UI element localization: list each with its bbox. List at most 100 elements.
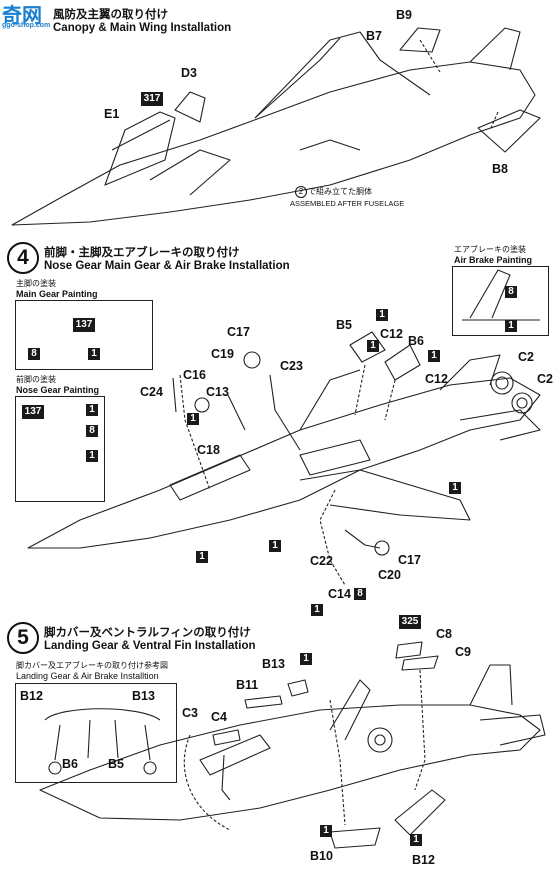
step3-part-b9 [399, 27, 441, 53]
step5-part-c9 [401, 655, 439, 671]
paint-8: 8 [354, 588, 366, 600]
paint-1-e: 1 [449, 482, 461, 494]
step4-wing [299, 469, 471, 521]
label-b5: B5 [336, 318, 352, 332]
step3-title-jp: 風防及主翼の取り付け [53, 7, 168, 21]
label-c8: C8 [436, 627, 452, 641]
label-b12: B12 [412, 853, 435, 867]
step3-fuselage [11, 61, 536, 226]
ref-gear-art [44, 708, 161, 721]
step5-paint-1-b: 1 [320, 825, 332, 837]
note-jp: で組み立てた胴体 [308, 187, 372, 196]
step4-title-jp: 前脚・主脚及エアブレーキの取り付け [44, 245, 240, 259]
paint-1-h: 1 [311, 604, 323, 616]
label-c19: C19 [211, 347, 234, 361]
nose-gear-paint-8: 8 [86, 425, 98, 437]
step5-paint-1-c: 1 [410, 834, 422, 846]
ref-label-b5: B5 [108, 757, 124, 771]
step3-tail [469, 27, 521, 71]
label-c12-b: C12 [425, 372, 448, 386]
step3-wing [254, 31, 431, 119]
label-c13: C13 [206, 385, 229, 399]
ref-box [15, 683, 177, 783]
label-c22: C22 [310, 554, 333, 568]
step4-wheel-c17 [243, 351, 261, 369]
label-b11: B11 [236, 678, 259, 692]
step5-part-b10 [329, 827, 381, 849]
paint-1-f: 1 [269, 540, 281, 552]
label-c2-b: C2 [537, 372, 553, 386]
paint-1-c: 1 [428, 350, 440, 362]
paint-1-b: 1 [367, 340, 379, 352]
label-b9: B9 [396, 8, 412, 22]
label-c2-a: C2 [518, 350, 534, 364]
paint-1-a: 1 [376, 309, 388, 321]
air-brake-paint-1: 1 [505, 320, 517, 332]
step5-paint-1-a: 1 [300, 653, 312, 665]
label-b6: B6 [408, 334, 424, 348]
step4-airbrake-b5 [349, 331, 386, 363]
nose-gear-title-en: Nose Gear Painting [16, 385, 100, 395]
main-gear-title-jp: 主脚の塗装 [16, 279, 56, 288]
label-c18: C18 [197, 443, 220, 457]
label-b8: B8 [492, 162, 508, 176]
paint-1-d: 1 [187, 413, 199, 425]
step4-cockpit [169, 454, 251, 501]
main-gear-paint-8: 8 [28, 348, 40, 360]
label-d3: D3 [181, 66, 197, 80]
paint-code-317: 317 [141, 92, 163, 106]
step4-exhaust-c2 [490, 371, 514, 395]
label-c4: C4 [211, 710, 227, 724]
nose-gear-paint-1a: 1 [86, 404, 98, 416]
ref-box-title-en: Landing Gear & Air Brake Installtion [16, 671, 159, 681]
step5-number: 5 [7, 622, 39, 654]
label-c17-a: C17 [227, 325, 250, 339]
label-c14: C14 [328, 587, 351, 601]
paint-1-g: 1 [196, 551, 208, 563]
step3-title-en: Canopy & Main Wing Installation [53, 22, 232, 34]
note-en: ASSEMBLED AFTER FUSELAGE [290, 199, 405, 208]
step5-tail [469, 664, 513, 706]
step5-part-b12 [394, 789, 446, 836]
air-brake-box [452, 266, 549, 336]
main-gear-paint-137: 137 [73, 318, 95, 332]
label-c12-a: C12 [380, 327, 403, 341]
step5-part-c8 [395, 641, 423, 659]
step5-title-jp: 脚カバー及ベントラルフィンの取り付け [44, 625, 251, 639]
step5-part-b11 [244, 695, 283, 709]
nose-gear-title-jp: 前脚の塗装 [16, 375, 56, 384]
ref-label-b13: B13 [132, 689, 155, 703]
label-c9: C9 [455, 645, 471, 659]
step5-part-c4 [212, 729, 241, 746]
label-b10: B10 [310, 849, 333, 863]
air-brake-title-jp: エアブレーキの塗装 [454, 245, 526, 254]
step5-fuselage [39, 704, 541, 821]
label-e1: E1 [104, 107, 120, 121]
paint-code-325: 325 [399, 615, 421, 629]
ref-label-b6: B6 [62, 757, 78, 771]
note-circle: 2 [295, 186, 307, 198]
step4-tail [439, 354, 501, 391]
label-b7: B7 [366, 29, 382, 43]
main-gear-title-en: Main Gear Painting [16, 289, 98, 299]
step3-part-b8 [477, 109, 541, 153]
step3-seat-part [174, 91, 206, 123]
step5-part-b13 [287, 679, 309, 697]
step4-number: 4 [7, 242, 39, 274]
nose-gear-paint-137: 137 [22, 405, 44, 419]
label-c20: C20 [378, 568, 401, 582]
airbrake-art [469, 269, 511, 319]
step3-canopy [104, 111, 176, 186]
ref-box-title-jp: 脚カバー及エアブレーキの取り付け参考図 [16, 661, 168, 670]
label-c24: C24 [140, 385, 163, 399]
label-b13: B13 [262, 657, 285, 671]
watermark-url: ggo-shop.com [2, 22, 51, 29]
step5-title-en: Landing Gear & Ventral Fin Installation [44, 640, 256, 652]
step4-airbrake-b6 [384, 344, 421, 381]
air-brake-title-en: Air Brake Painting [454, 255, 533, 265]
watermark-logo: 奇网 [2, 5, 42, 27]
ref-label-b12: B12 [20, 689, 43, 703]
label-c16: C16 [183, 368, 206, 382]
step4-fuselage [27, 377, 541, 549]
